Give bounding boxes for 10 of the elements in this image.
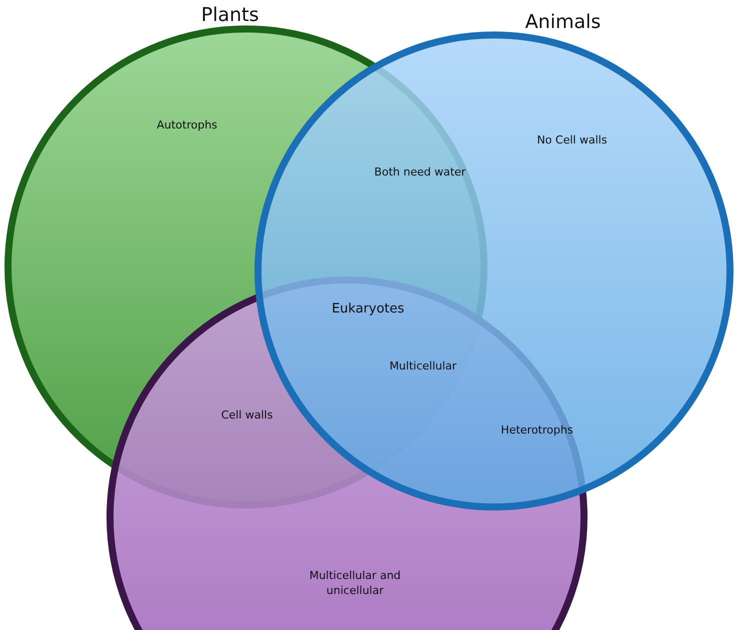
overlap-label: Both need water <box>374 164 466 180</box>
overlap-label: Heterotrophs <box>500 422 574 438</box>
set-title: Plants <box>201 4 259 26</box>
overlap-label: Multicellular <box>389 358 457 374</box>
overlap-label: Cell walls <box>221 408 273 422</box>
overlap-label: Eukaryotes <box>332 302 404 316</box>
set-label: No Cell walls <box>536 132 608 148</box>
set-label: Autotrophs <box>156 118 218 132</box>
set-label: Multicellular and unicellular <box>308 568 402 598</box>
set-title: Animals <box>525 11 601 33</box>
